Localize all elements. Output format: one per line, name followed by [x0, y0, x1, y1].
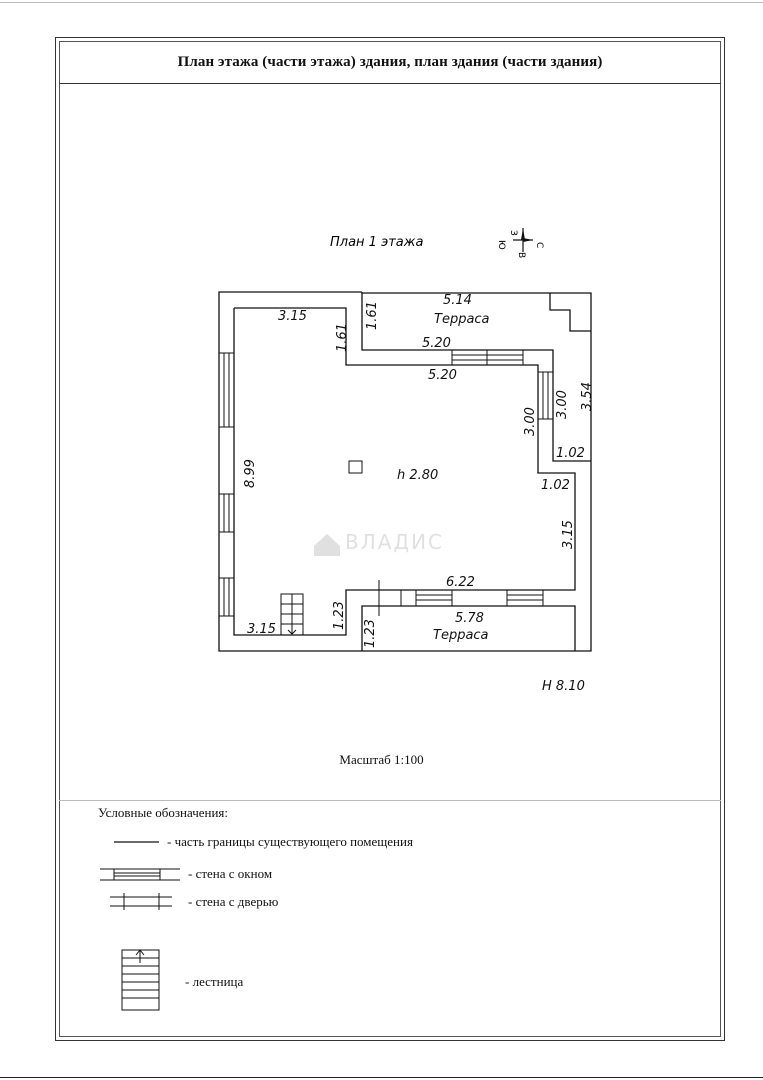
compass-west: З [508, 230, 518, 236]
dim-right-total-height: 3.54 [580, 382, 595, 411]
page-title: План этажа (части этажа) здания, план зд… [177, 53, 603, 70]
dim-terrace-top-width: 5.14 [443, 293, 472, 308]
compass-east: В [516, 252, 526, 258]
title-bar: План этажа (части этажа) здания, план зд… [59, 41, 721, 84]
column-marker [348, 460, 363, 474]
terrace-bottom-label: Терраса [433, 628, 489, 643]
stairs-icon [280, 593, 304, 636]
dim-right-outer-height: 3.00 [555, 390, 570, 419]
legend-separator [59, 800, 721, 801]
ceiling-height: h 2.80 [397, 468, 438, 483]
legend-item-boundary: - часть границы существующего помещения [167, 834, 413, 849]
compass-icon: С З Ю В [496, 228, 544, 258]
watermark-text: ВЛАДИС [345, 530, 444, 554]
right-window [537, 371, 554, 420]
dim-right-inner-height: 3.00 [523, 407, 538, 436]
dim-terrace-top-step: 1.61 [365, 301, 380, 330]
bottom-wall-openings [378, 580, 544, 616]
floor-label: План 1 этажа [330, 235, 423, 250]
dim-inner-step: 1.61 [335, 323, 350, 352]
dim-notch-top: 5.20 [422, 336, 451, 351]
dim-notch-bottom: 5.20 [428, 368, 457, 383]
sheet-top-edge [0, 2, 763, 3]
elevation-label: Н 8.10 [542, 679, 585, 694]
dim-bottom-inner-width: 6.22 [446, 575, 475, 590]
building-outline [218, 291, 592, 652]
sheet-bottom-edge [0, 1077, 763, 1078]
top-window [451, 349, 524, 366]
left-wall-windows [218, 352, 235, 617]
scale-label: Масштаб 1:100 [339, 752, 424, 767]
compass-south: Ю [496, 240, 506, 250]
watermark: ВЛАДИС [314, 530, 444, 556]
dim-top-left-width: 3.15 [278, 309, 307, 324]
legend-item-stairs: - лестница [185, 974, 244, 989]
compass-north: С [534, 242, 544, 248]
dim-left-height: 8.99 [243, 459, 258, 488]
dim-bottom-terrace-width: 5.78 [455, 611, 484, 626]
dim-bottom-step: 1.23 [332, 601, 347, 630]
legend-item-door-wall: - стена с дверью [188, 894, 279, 909]
page-frame-outer [55, 37, 725, 1041]
dim-right-lower-height: 3.15 [561, 520, 576, 549]
dim-right-step-outer: 1.02 [556, 446, 585, 461]
dim-bottom-left-width: 3.15 [247, 622, 276, 637]
legend-title: Условные обозначения: [98, 805, 229, 820]
page-frame-inner [59, 41, 721, 1037]
dim-bottom-terrace-step: 1.23 [363, 619, 378, 648]
legend-item-window-wall: - стена с окном [188, 866, 273, 881]
terrace-top-label: Терраса [434, 312, 490, 327]
dim-right-step-inner: 1.02 [541, 478, 570, 493]
